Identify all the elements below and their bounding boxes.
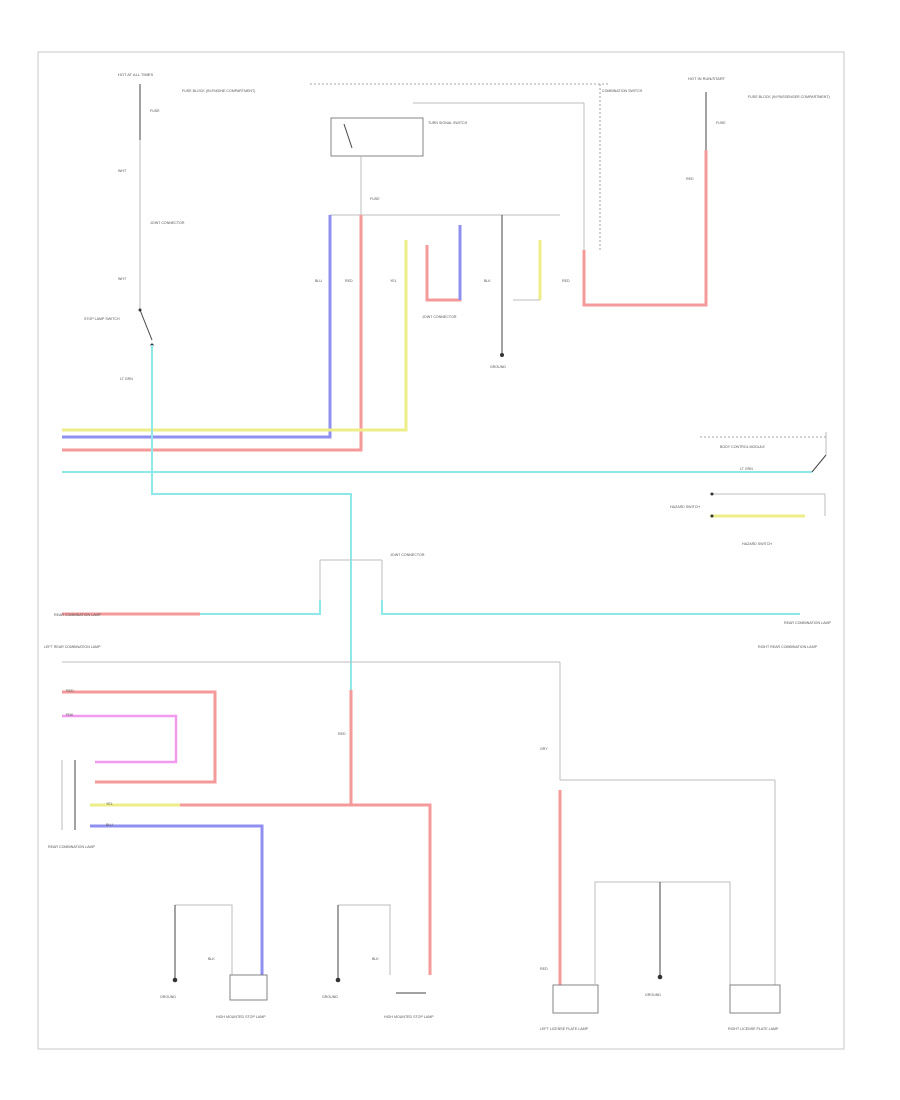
joint-connector-top-label: JOINT CONNECTOR (150, 221, 185, 225)
left-power-feed: HOT AT ALL TIMES FUSE BLOCK (IN ENGINE C… (84, 72, 255, 381)
hazard-switch-caption: HAZARD SWITCH (742, 542, 772, 546)
wire-code: PNK (66, 713, 74, 717)
wire-code: BLU (106, 823, 113, 827)
fuse-block-left-label: FUSE BLOCK (IN ENGINE COMPARTMENT) (182, 89, 255, 93)
right-rear-combo-label: RIGHT REAR COMBINATION LAMP (758, 645, 818, 649)
fuse-left-label: FUSE (150, 109, 160, 113)
joint-connector-mid-label: JOINT CONNECTOR (390, 553, 425, 557)
ground-3-label: GROUND (322, 995, 338, 999)
right-power-feed: HOT IN RUN/START FUSE BLOCK (IN PASSENGE… (582, 76, 830, 307)
wire-code: RED (540, 967, 548, 971)
combination-switch-label: COMBINATION SWITCH (602, 89, 643, 93)
fuse-block-right-label: FUSE BLOCK (IN PASSENGER COMPARTMENT) (748, 95, 830, 99)
hazard-label: HAZARD SWITCH (670, 505, 700, 509)
wire-code: RED (338, 732, 346, 736)
wire-code: RED (686, 177, 694, 181)
left-rear-combo-label: LEFT REAR COMBINATION LAMP (44, 645, 101, 649)
high-mount-left-label: HIGH MOUNTED STOP LAMP (216, 1015, 266, 1019)
ground-top-label: GROUND (490, 365, 506, 369)
wire-code: YEL (390, 279, 397, 283)
hot-label-right: HOT IN RUN/START (688, 76, 726, 81)
switch-connector-row: JOINT CONNECTOR GROUND BLU RED YEL BLK R… (62, 215, 570, 452)
wire-code: RED (345, 279, 353, 283)
wire-code: RED (66, 689, 74, 693)
turn-signal-switch: TURN SIGNAL SWITCH FUSE COMBINATION SWIT… (310, 83, 643, 250)
license-lamps: LEFT LICENSE PLATE LAMP GROUND RIGHT LIC… (540, 747, 781, 1031)
hot-label-left: HOT AT ALL TIMES (118, 72, 153, 77)
body-control-label: BODY CONTROL MODULE (720, 445, 766, 449)
fuse-right-label: FUSE (716, 121, 726, 125)
wire-code: BLK (208, 957, 215, 961)
connector-lower-label: REAR COMBINATION LAMP (48, 845, 95, 849)
left-lower-harness: REAR COMBINATION LAMP RED PNK YEL BLU (48, 661, 561, 975)
wire-code: WHT (118, 169, 127, 173)
right-rear-lamp-tag: REAR COMBINATION LAMP (784, 621, 831, 625)
high-mount-left: GROUND HIGH MOUNTED STOP LAMP BLK (160, 904, 268, 1019)
high-mount-right: GROUND HIGH MOUNTED STOP LAMP BLK (322, 904, 434, 1019)
high-mount-right-label: HIGH MOUNTED STOP LAMP (384, 1015, 434, 1019)
joint-connector-mid: JOINT CONNECTOR REAR COMBINATION LAMP RE… (44, 553, 831, 805)
ground-4-label: GROUND (645, 993, 661, 997)
wire-code: RED (562, 279, 570, 283)
wire-code: WHT (118, 277, 127, 281)
license-left-label: LEFT LICENSE PLATE LAMP (540, 1027, 589, 1031)
signal-bus: BODY CONTROL MODULE LT GRN HAZARD SWITCH… (62, 345, 827, 560)
stop-lamp-switch-label: STOP LAMP SWITCH (84, 317, 120, 321)
wire-code: YEL (106, 802, 113, 806)
joint-connector-small-label: JOINT CONNECTOR (422, 315, 457, 319)
diagram-frame (37, 51, 845, 1050)
turn-switch-label: TURN SIGNAL SWITCH (428, 121, 468, 125)
left-rear-lamp-tag: REAR COMBINATION LAMP (54, 613, 101, 617)
wire-code: GRY (540, 747, 548, 751)
license-right-label: RIGHT LICENSE PLATE LAMP (728, 1027, 779, 1031)
fuse-center-label: FUSE (370, 197, 380, 201)
wire-code: LT GRN (120, 377, 133, 381)
wire-code: BLK (372, 957, 379, 961)
ground-2-label: GROUND (160, 995, 176, 999)
wire-code: BLK (484, 279, 491, 283)
wire-code: BLU (315, 279, 322, 283)
wire-code: LT GRN (740, 467, 753, 471)
